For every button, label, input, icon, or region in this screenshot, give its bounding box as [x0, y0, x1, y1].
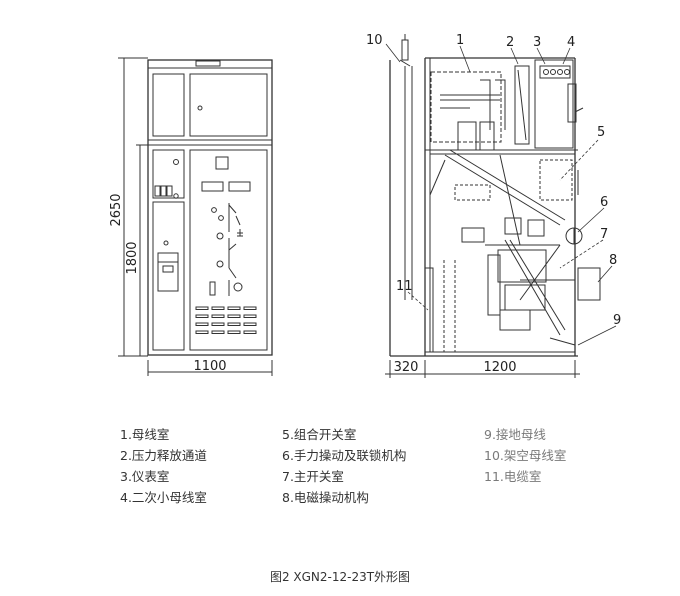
callout-8: 8 — [609, 253, 617, 268]
legend-item: 7.主开关室 — [282, 469, 344, 484]
callout-11: 11 — [396, 279, 413, 294]
legend-item: 8.电磁操动机构 — [282, 490, 369, 505]
callout-9: 9 — [613, 313, 621, 328]
callout-leaders — [385, 43, 617, 346]
legend-item: 3.仪表室 — [120, 469, 170, 484]
callout-1: 1 — [456, 33, 464, 48]
legend-item: 6.手力操动及联锁机构 — [282, 448, 407, 463]
legend-item: 1.母线室 — [120, 427, 170, 442]
side-depth-dim: 1200 — [483, 360, 516, 375]
legend-item: 5.组合开关室 — [282, 427, 357, 442]
callout-10: 10 — [366, 33, 383, 48]
legend-item: 2.压力释放通道 — [120, 448, 207, 463]
figure-caption: 图2 XGN2-12-23T外形图 — [269, 570, 411, 584]
side-left-depth-dim: 320 — [394, 360, 419, 375]
front-height-dim: 2650 — [109, 193, 124, 226]
callout-6: 6 — [600, 195, 608, 210]
legend-column-1: 1.母线室 2.压力释放通道 3.仪表室 4.二次小母线室 — [120, 424, 207, 508]
legend-item: 4.二次小母线室 — [120, 490, 207, 505]
vent-slots — [195, 306, 257, 334]
callout-4: 4 — [567, 35, 575, 50]
legend-item: 11.电缆室 — [484, 469, 542, 484]
front-lower-height-dim: 1800 — [125, 241, 140, 274]
legend-item: 10.架空母线室 — [484, 448, 567, 463]
front-width-dim: 1100 — [193, 359, 226, 374]
legend-column-3: 9.接地母线 10.架空母线室 11.电缆室 — [484, 424, 566, 487]
callout-7: 7 — [600, 227, 608, 242]
callout-5: 5 — [597, 125, 605, 140]
side-view — [385, 34, 601, 378]
callout-3: 3 — [533, 35, 541, 50]
front-view — [118, 57, 273, 376]
legend-item: 9.接地母线 — [484, 427, 546, 442]
legend-column-2: 5.组合开关室 6.手力操动及联锁机构 7.主开关室 8.电磁操动机构 — [282, 424, 406, 508]
callout-2: 2 — [506, 35, 514, 50]
